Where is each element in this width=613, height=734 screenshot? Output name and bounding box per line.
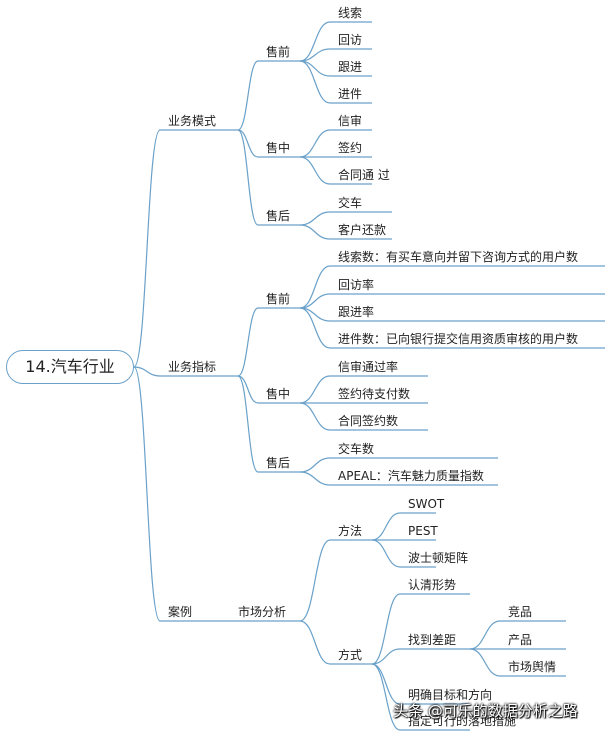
node-method[interactable]: 方法 xyxy=(338,524,363,538)
leaf-lead[interactable]: 线索 xyxy=(338,6,363,20)
leaf-delivery[interactable]: 交车 xyxy=(338,196,363,210)
node-insale[interactable]: 售中 xyxy=(266,141,291,155)
leaf-sign-pending[interactable]: 签约待支付数 xyxy=(338,387,411,401)
watermark: 头条 @可乐的数据分析之路 xyxy=(393,702,578,720)
leaf-followup[interactable]: 跟进 xyxy=(338,60,363,74)
node-metrics-insale[interactable]: 售中 xyxy=(266,387,291,401)
branch-business-metrics[interactable]: 业务指标 xyxy=(168,360,217,374)
leaf-sign[interactable]: 签约 xyxy=(338,141,363,155)
leaf-contract-pass[interactable]: 合同通 过 xyxy=(338,168,390,182)
leaf-application-count[interactable]: 进件数：已向银行提交信用资质审核的用户数 xyxy=(338,332,579,346)
leaf-competitors[interactable]: 竞品 xyxy=(508,605,533,619)
leaf-actionable-measures[interactable]: 指定可行的落地措施 xyxy=(408,714,517,728)
node-market-analysis[interactable]: 市场分析 xyxy=(238,605,287,619)
node-approach[interactable]: 方式 xyxy=(338,648,363,662)
node-presale[interactable]: 售前 xyxy=(266,45,291,59)
leaf-revisit-rate[interactable]: 回访率 xyxy=(338,278,375,292)
leaf-followup-rate[interactable]: 跟进率 xyxy=(338,305,375,319)
branch-case[interactable]: 案例 xyxy=(168,605,193,619)
leaf-public-opinion[interactable]: 市场舆情 xyxy=(508,660,557,674)
node-metrics-aftersale[interactable]: 售后 xyxy=(266,456,291,470)
leaf-product[interactable]: 产品 xyxy=(508,633,533,647)
leaf-contract-count[interactable]: 合同签约数 xyxy=(338,414,399,428)
leaf-revisit[interactable]: 回访 xyxy=(338,33,363,47)
branch-business-model[interactable]: 业务模式 xyxy=(168,114,217,128)
leaf-repayment[interactable]: 客户还款 xyxy=(338,223,387,237)
leaf-clear-goal[interactable]: 明确目标和方向 xyxy=(408,688,493,702)
leaf-swot[interactable]: SWOT xyxy=(408,497,445,511)
leaf-assess-situation[interactable]: 认清形势 xyxy=(408,578,457,592)
leaf-credit-review[interactable]: 信审 xyxy=(338,114,363,128)
node-metrics-presale[interactable]: 售前 xyxy=(266,292,291,306)
leaf-delivery-count[interactable]: 交车数 xyxy=(338,442,375,456)
node-aftersale[interactable]: 售后 xyxy=(266,209,291,223)
leaf-apeal[interactable]: APEAL：汽车魅力质量指数 xyxy=(338,469,484,483)
leaf-lead-count[interactable]: 线索数：有买车意向并留下咨询方式的用户数 xyxy=(338,250,579,264)
leaf-credit-pass-rate[interactable]: 信审通过率 xyxy=(338,360,399,374)
root-node[interactable]: 14.汽车行业 xyxy=(6,350,134,384)
leaf-bcg-matrix[interactable]: 波士顿矩阵 xyxy=(408,551,469,565)
node-find-gap[interactable]: 找到差距 xyxy=(408,633,457,647)
leaf-application[interactable]: 进件 xyxy=(338,87,363,101)
leaf-pest[interactable]: PEST xyxy=(408,524,438,538)
